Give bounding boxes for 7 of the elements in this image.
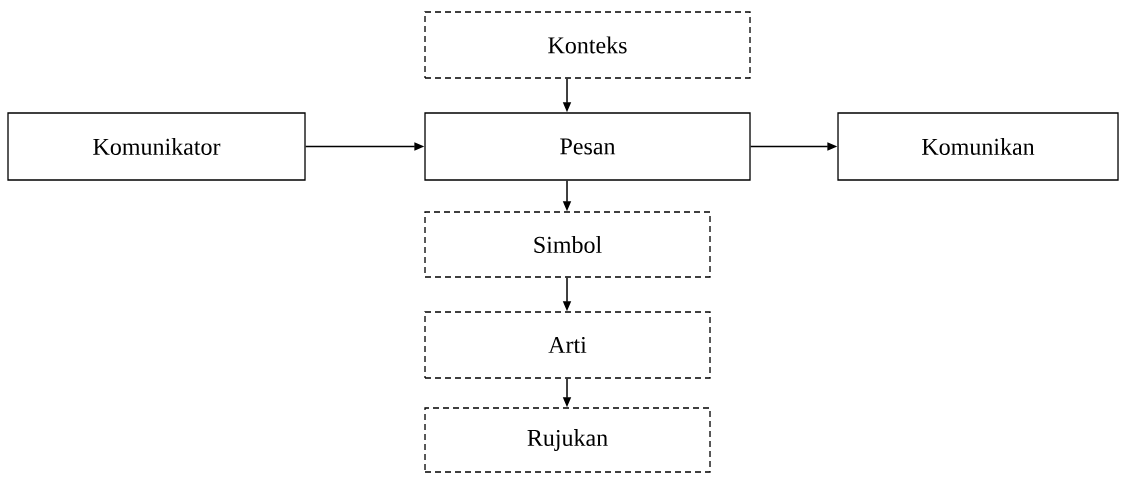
process-box: Pesan	[424, 112, 751, 181]
dashed-box: Arti	[424, 311, 711, 379]
process-box: Komunikator	[7, 112, 306, 181]
dashed-box: Simbol	[424, 211, 711, 278]
process-box: Komunikan	[837, 112, 1119, 181]
dashed-box: Rujukan	[424, 407, 711, 473]
dashed-box: Konteks	[424, 11, 751, 79]
